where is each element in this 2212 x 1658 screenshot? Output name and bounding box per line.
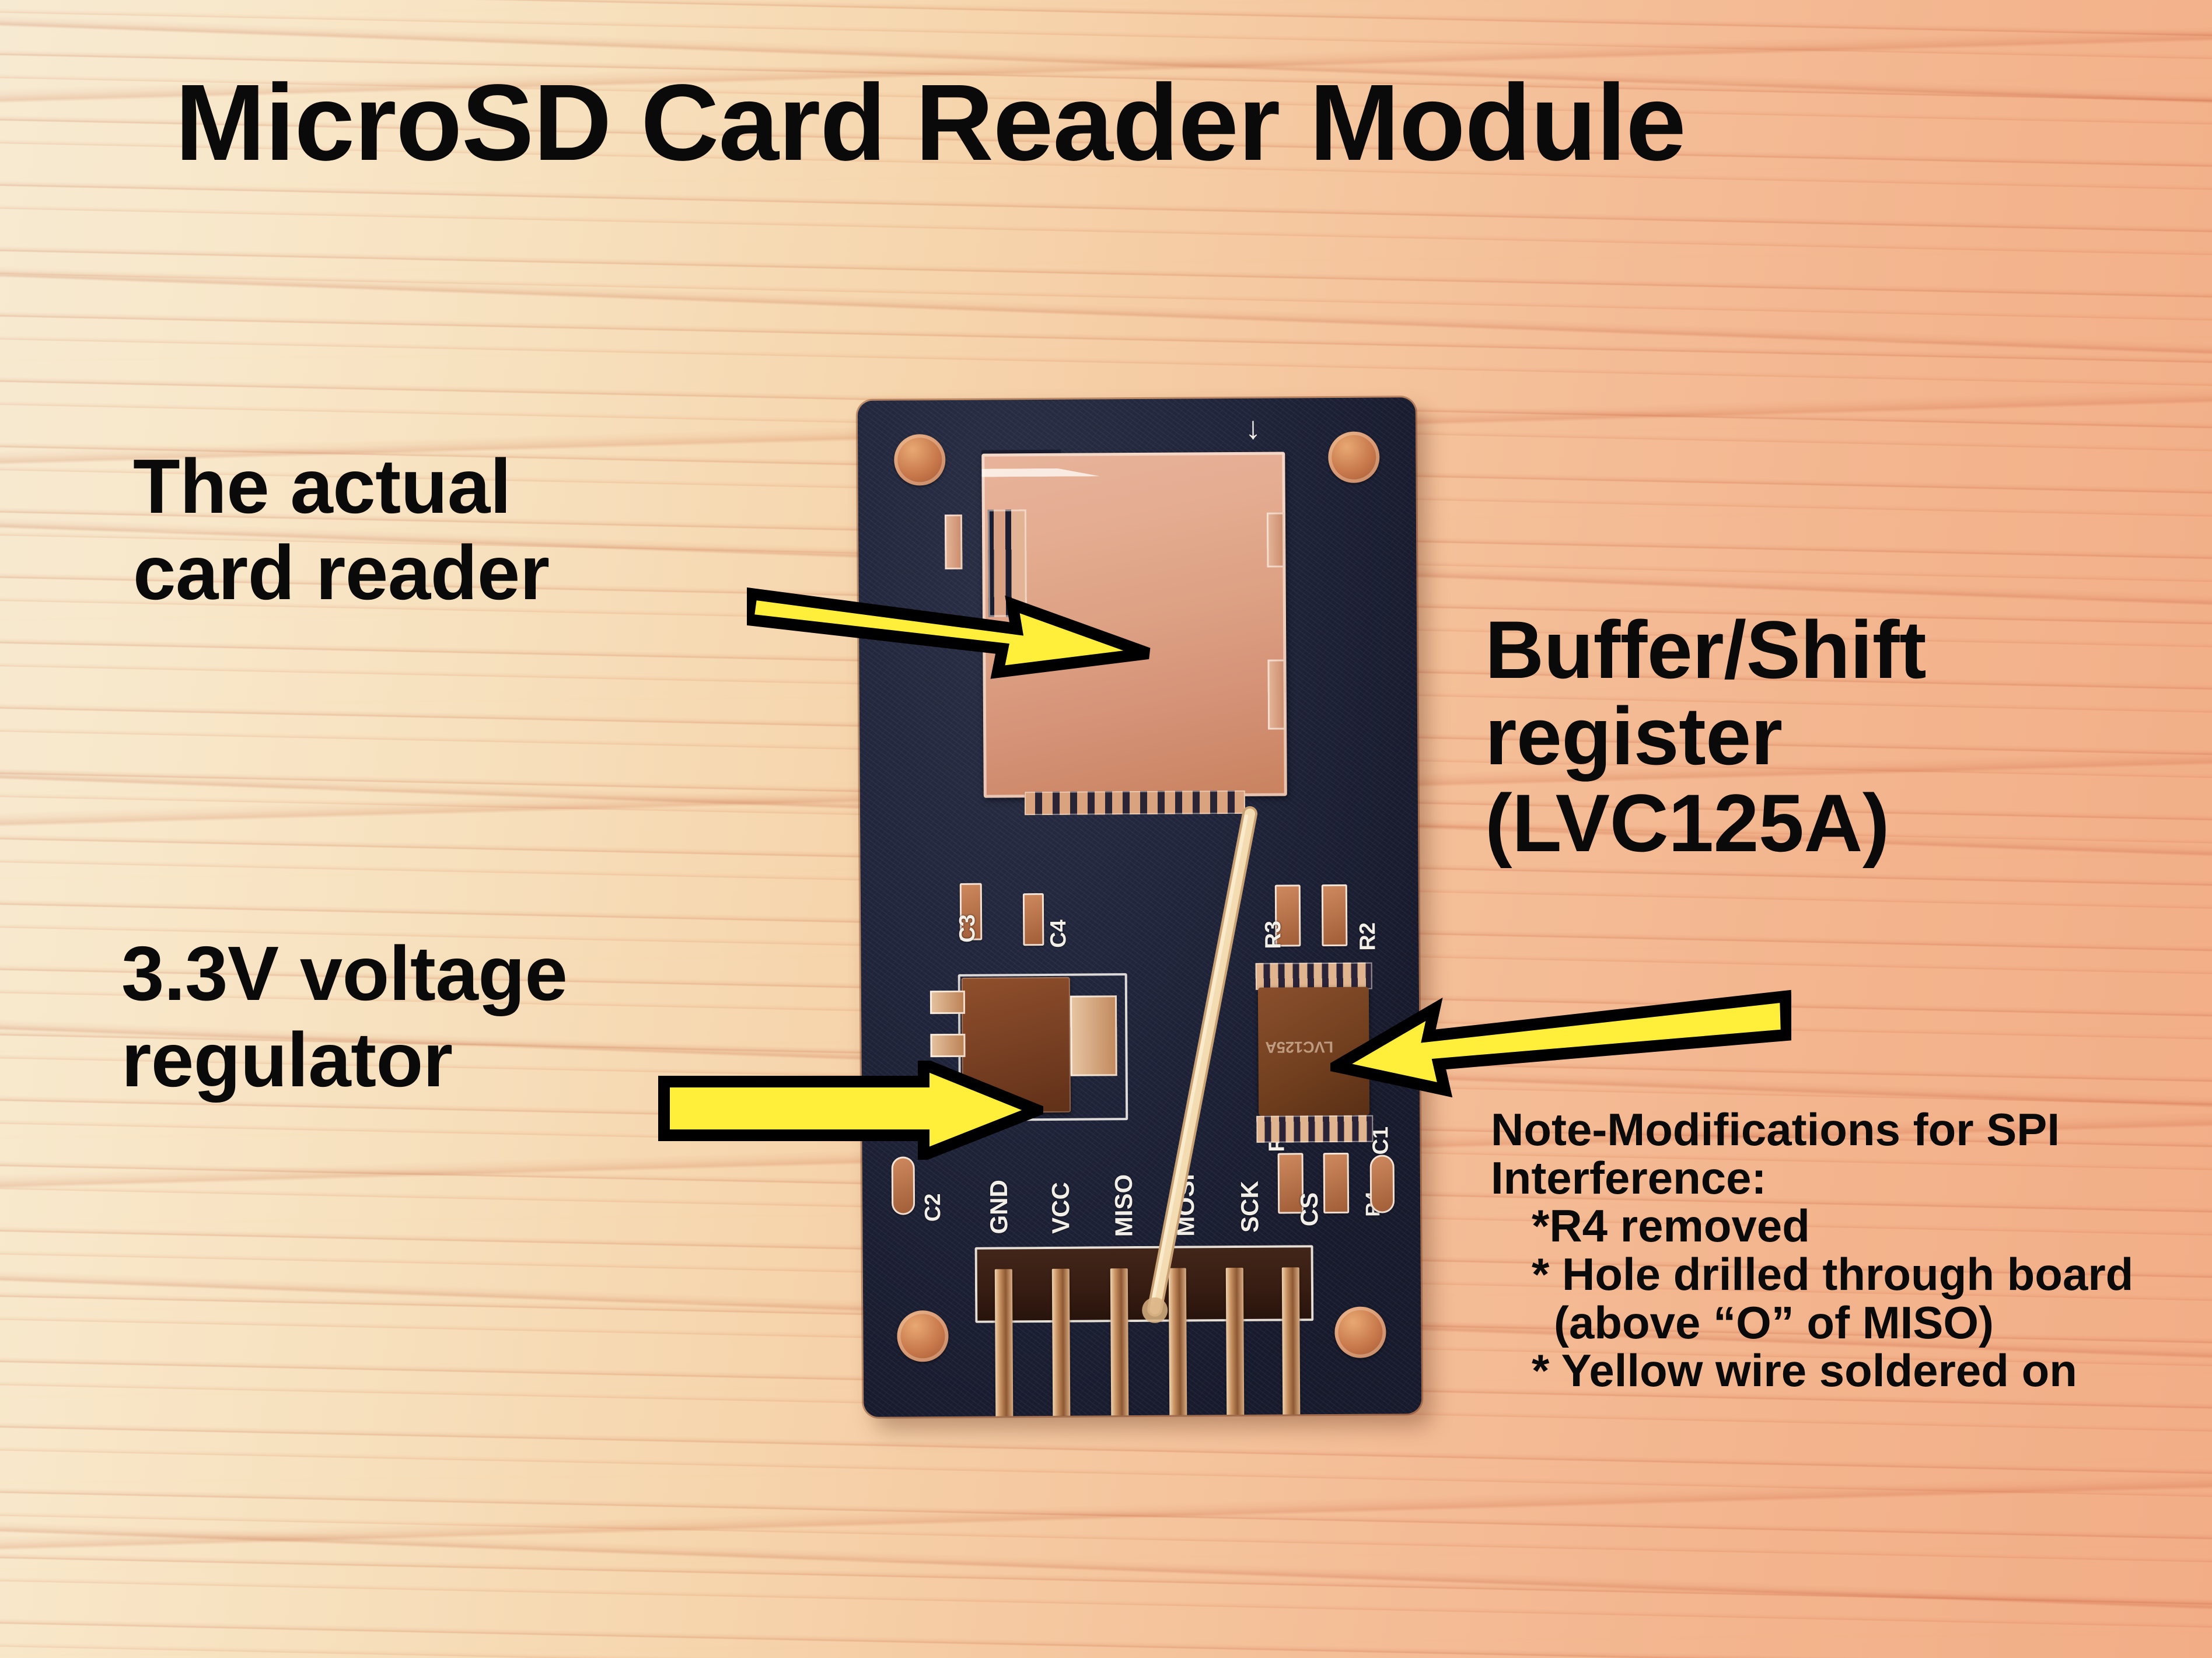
silk-label-c2: C2 (920, 1193, 946, 1222)
microsd-card-reader-pcb: ↓ C3 C4 R3 R2 R1 R4 C1 C2 LVC125A GND VC (857, 397, 1422, 1417)
header-pin-sck (1225, 1267, 1245, 1417)
resistor-r2 (1321, 884, 1348, 947)
silk-label-r3: R3 (1261, 920, 1286, 949)
mounting-hole-bottom-right (1334, 1306, 1386, 1358)
note-item-hole: * Hole drilled through board (above “O” … (1532, 1248, 2134, 1348)
note-item-r4: *R4 removed (1532, 1200, 1810, 1252)
note-heading: Note-Modifications for SPI Interference: (1491, 1104, 2060, 1204)
header-pin-cs (1281, 1267, 1301, 1417)
ic-marking-text: LVC125A (1265, 1038, 1334, 1057)
capacitor-c2 (891, 1156, 915, 1215)
header-pin-vcc (1051, 1268, 1071, 1417)
capacitor-c1 (1369, 1155, 1395, 1213)
mounting-hole-top-right (1328, 431, 1380, 484)
regulator-leg-2 (930, 1033, 966, 1058)
annotation-card-reader: The actual card reader (133, 443, 550, 615)
sd-socket-solder-pads (1024, 790, 1246, 816)
capacitor-c4 (1022, 893, 1044, 946)
insert-direction-arrow-icon: ↓ (1245, 410, 1261, 446)
annotation-voltage-regulator: 3.3V voltage regulator (121, 931, 568, 1103)
silk-label-miso: MISO (1109, 1174, 1138, 1237)
annotation-buffer-shift-register: Buffer/Shift register (LVC125A) (1485, 604, 1927, 869)
header-pin-gnd (994, 1269, 1014, 1417)
arrow-to-card-reader (747, 587, 1151, 679)
silk-label-sck: SCK (1235, 1181, 1264, 1233)
silk-label-c3: C3 (955, 914, 980, 943)
silk-label-gnd: GND (984, 1179, 1013, 1234)
ic-pins-bottom (1256, 1115, 1374, 1143)
mounting-hole-bottom-left (897, 1310, 949, 1362)
page-title: MicroSD Card Reader Module (175, 62, 1686, 183)
header-pin-mosi (1168, 1268, 1188, 1417)
arrow-to-voltage-regulator (658, 1061, 1043, 1160)
silk-label-r2: R2 (1355, 922, 1381, 951)
arrow-to-buffer-ic (1330, 989, 1791, 1098)
note-modifications-block: Note-Modifications for SPI Interference:… (1491, 1106, 2203, 1397)
header-pin-miso (1110, 1268, 1130, 1417)
silk-label-c4: C4 (1046, 919, 1071, 948)
pin-header-body (974, 1245, 1314, 1323)
regulator-thermal-tab (1070, 995, 1117, 1076)
mounting-hole-top-left (894, 434, 946, 486)
sd-socket-clip-right (1266, 512, 1285, 568)
regulator-leg-1 (929, 990, 966, 1015)
resistor-r4-removed-pad (1323, 1152, 1350, 1214)
sd-socket-clip-right-lower (1267, 659, 1286, 730)
silk-label-mosi: MOSI (1171, 1174, 1200, 1237)
silk-label-vcc: VCC (1046, 1182, 1075, 1234)
silk-label-cs: CS (1295, 1192, 1323, 1227)
sd-socket-clip-left (944, 514, 963, 570)
note-item-wire: * Yellow wire soldered on (1532, 1345, 2077, 1397)
